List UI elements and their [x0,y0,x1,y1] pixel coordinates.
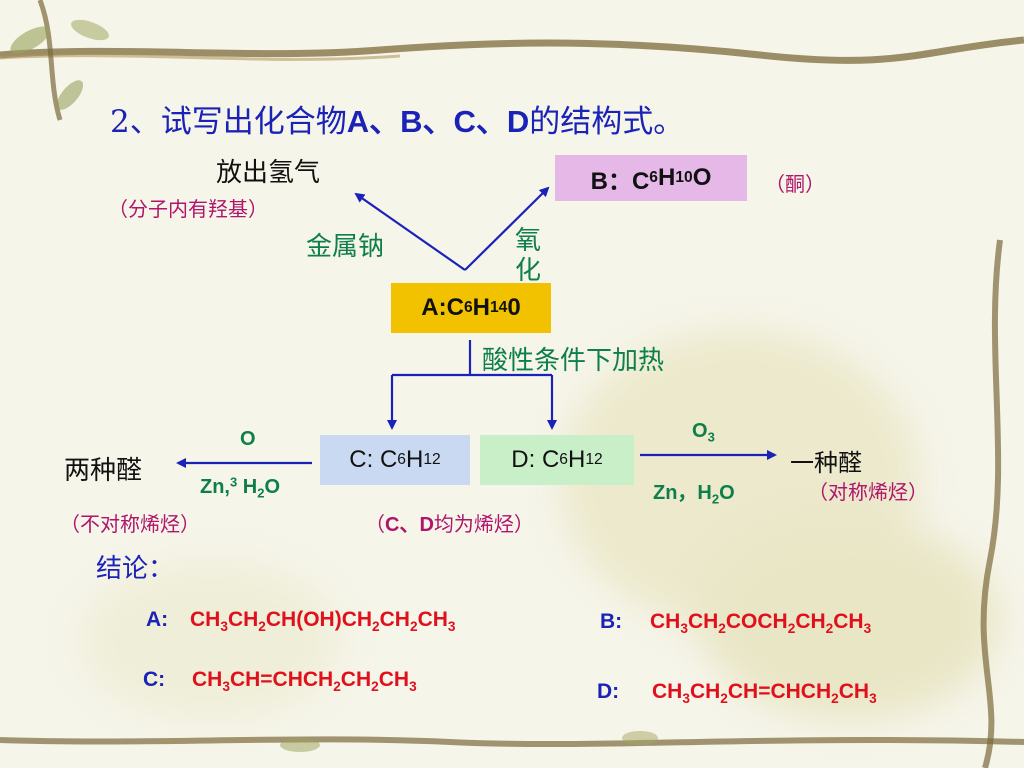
note-hydroxyl: （分子内有羟基） [108,197,268,221]
formula-segment: CH [379,608,410,631]
formula-segment: CH=CHCH [229,668,334,691]
answer-label-C: C: [143,668,166,691]
formula-subscript: 3 [220,618,228,634]
formula-subscript: 2 [409,618,418,634]
formula-segment: CH [192,668,223,691]
formula-subscript: 2 [333,678,341,694]
formula-segment: CH [227,608,259,631]
answer-label-D: D: [597,680,620,703]
page-title: 2、试写出化合物A、B、C、D的结构式。 [110,96,684,141]
reagent-left-bottom: Zn,3 H2O [200,474,281,501]
formula-subscript: 3 [222,678,230,694]
formula-segment: CH [687,610,719,633]
formula-segment: CH [190,608,221,631]
formula-segment: COCH [725,610,788,633]
formula-C: CH3CH=CHCH2CH2CH3 [192,668,417,694]
formula-A: CH3CH2CH(OH)CH2CH2CH3 [190,608,456,634]
label-acid-heat: 酸性条件下加热 [482,346,665,376]
formula-segment: CH=CHCH [727,680,832,703]
answer-label-A: A: [146,608,169,631]
label-oxidation: 氧化 [515,226,542,286]
title-prefix: 2、试写出化合物 [110,104,347,140]
formula-subscript: 2 [258,618,266,634]
formula-segment: CH [833,610,864,633]
formula-subscript: 3 [447,618,456,634]
label-two-aldehydes: 两种醛 [64,456,143,486]
formula-subscript: 3 [869,690,877,706]
formula-segment: CH [795,610,826,633]
answer-label-B: B: [600,610,623,633]
title-compounds: A、B、C、D [346,104,530,139]
background-blob-2 [700,520,1000,720]
formula-segment: CH [378,668,410,691]
formula-subscript: 2 [720,690,728,706]
formula-segment: CH [689,680,721,703]
formula-segment: CH [652,680,683,703]
formula-segment: CH [650,610,681,633]
background-blob-3 [80,560,340,720]
note-symmetric: （对称烯烃） [808,480,928,504]
formula-segment: CH [838,680,870,703]
note-ketone: （酮） [765,172,825,196]
title-suffix: 的结构式。 [529,104,685,140]
reagent-right-top: O3 [692,420,715,445]
formula-subscript: 3 [680,620,688,636]
formula-subscript: 2 [371,678,379,694]
note-cd-alkenes: （C、D均为烯烃） [365,512,534,536]
note-asymmetric: （不对称烯烃） [60,512,200,536]
conclusion-heading: 结论： [96,554,175,584]
label-hydrogen: 放出氢气 [216,158,321,188]
label-sodium: 金属钠 [306,232,385,262]
formula-subscript: 3 [863,620,872,636]
formula-B: CH3CH2COCH2CH2CH3 [650,610,872,636]
formula-subscript: 3 [409,678,417,694]
formula-subscript: 2 [787,620,796,636]
arrow-to-hydrogen [354,192,466,271]
reagent-left-top: O [240,428,256,450]
reagent-right-bottom: Zn，H2O [653,482,735,507]
arrow-to-B [464,186,550,271]
formula-subscript: 2 [718,620,726,636]
label-one-aldehyde: 一种醛 [790,449,862,477]
formula-segment: CH [417,608,448,631]
formula-segment: CH [340,668,372,691]
formula-segment: CH(OH)CH [265,608,373,631]
formula-D: CH3CH2CH=CHCH2CH3 [652,680,877,706]
formula-subscript: 2 [825,620,834,636]
formula-subscript: 2 [831,690,839,706]
formula-subscript: 3 [682,690,690,706]
formula-subscript: 2 [372,618,380,634]
